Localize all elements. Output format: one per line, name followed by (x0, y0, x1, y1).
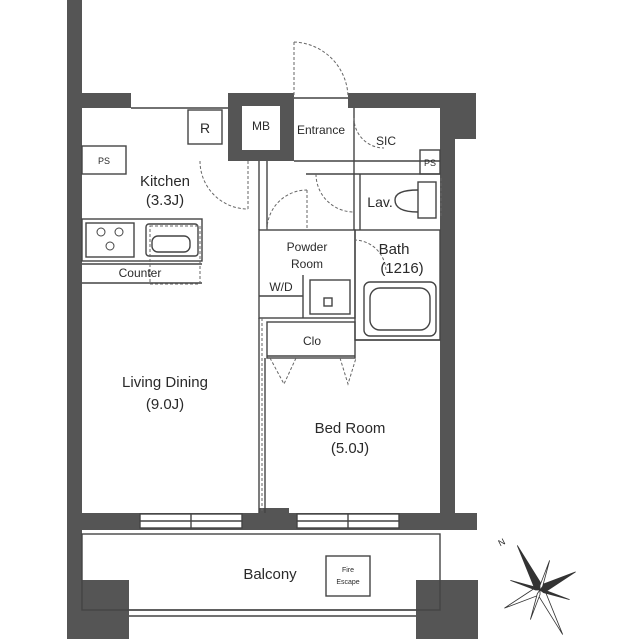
powder-door-swing (266, 189, 308, 231)
entrance-label: Entrance (297, 123, 345, 137)
bed-room-size: (5.0J) (331, 440, 369, 457)
kitchen-name: Kitchen (140, 173, 190, 190)
door-swings (149, 41, 442, 513)
wall-right (440, 93, 455, 525)
bath-size: (1216) (380, 260, 423, 277)
walls (67, 0, 478, 639)
bathtub (363, 281, 437, 337)
kitchen-door-swing (199, 160, 249, 210)
wall-top-right (348, 93, 453, 108)
burner-icon (114, 227, 124, 237)
living-dining-size: (9.0J) (146, 396, 184, 413)
washbasin (309, 279, 351, 315)
fire-escape-box (325, 555, 371, 597)
bath-door-swing (353, 239, 387, 273)
interior-lines (81, 97, 441, 617)
compass-north-label: N (496, 536, 506, 548)
toilet-bowl (394, 189, 419, 213)
wall-top-left (67, 93, 131, 108)
refrigerator-box (187, 109, 223, 145)
counter-box (81, 218, 203, 262)
living-dining-name: Living Dining (122, 374, 208, 391)
powder-room-line1: Powder (287, 240, 328, 254)
fire-escape-line1: Fire (342, 567, 354, 574)
stove-burners (96, 227, 124, 251)
ps-left-label: PS (98, 156, 110, 166)
wall-mb (228, 93, 242, 161)
wall-center-post (259, 508, 289, 530)
entrance-door-swing (293, 41, 349, 99)
balcony-label: Balcony (243, 566, 297, 583)
fire-escape-line2: Escape (336, 579, 359, 586)
mb-label: MB (252, 119, 270, 133)
lav-door-swing (315, 173, 355, 213)
bed-room-name: Bed Room (315, 420, 386, 437)
ps-right-label: PS (424, 158, 436, 168)
wall-mb-bottom (228, 150, 294, 161)
kitchen-size: (3.3J) (146, 192, 184, 209)
counter-label: Counter (119, 266, 162, 280)
wall-mb-top (228, 93, 294, 106)
compass-rose (504, 545, 576, 635)
bath-name: Bath (379, 241, 410, 258)
closet-label: Clo (303, 334, 321, 348)
wall-mb-right (280, 93, 294, 161)
burner-icon (105, 241, 115, 251)
wall-left (67, 93, 82, 625)
ps-left-box (81, 145, 127, 175)
sic-label: SIC (376, 134, 396, 148)
wd-label: W/D (269, 280, 293, 294)
powder-room-line2: Room (291, 257, 323, 271)
toilet-tank (417, 181, 437, 219)
wall-left-top (67, 0, 82, 98)
lav-label: Lav. (367, 194, 392, 210)
burner-icon (96, 227, 106, 237)
refrigerator-label: R (200, 120, 210, 136)
sic-door-swing (353, 117, 385, 149)
closet-door-swing (269, 357, 357, 386)
